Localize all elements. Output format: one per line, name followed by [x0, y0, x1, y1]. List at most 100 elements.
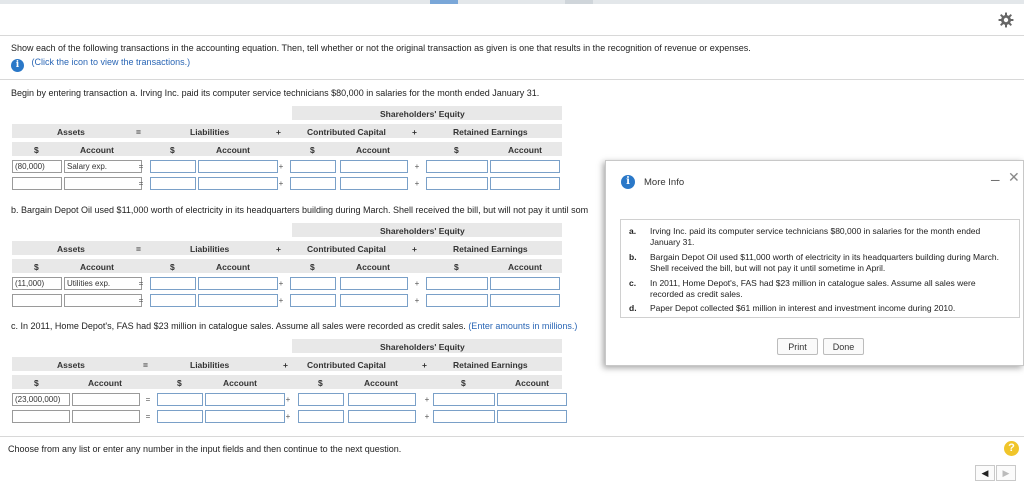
plus-sign: +	[278, 179, 284, 188]
more-info-dialog: i More Info ─ ✕ a.Irving Inc. paid its c…	[605, 160, 1024, 366]
equity-header: Shareholders' Equity	[380, 109, 465, 119]
info-link-text[interactable]: (Click the icon to view the transactions…	[31, 57, 191, 67]
prev-button[interactable]: ◀	[975, 465, 995, 481]
asset-account-select[interactable]: Utilities exp.	[64, 277, 142, 290]
liability-account-select[interactable]	[205, 393, 285, 406]
equity-header: Shareholders' Equity	[380, 342, 465, 352]
plus-sign: +	[278, 162, 284, 171]
help-button[interactable]: ?	[1004, 441, 1019, 456]
retained-account-select[interactable]	[490, 277, 560, 290]
liability-account-select[interactable]	[198, 177, 278, 190]
retained-amount-input[interactable]	[426, 177, 488, 190]
dialog-title: More Info	[644, 177, 685, 188]
asset-amount-input[interactable]	[12, 294, 62, 307]
retained-account-select[interactable]	[497, 410, 567, 423]
asset-account-select[interactable]	[72, 393, 140, 406]
contributed-amount-input[interactable]	[290, 294, 336, 307]
asset-account-select[interactable]	[64, 177, 142, 190]
contributed-account-select[interactable]	[340, 177, 408, 190]
minimize-icon[interactable]: ─	[991, 173, 1000, 187]
contributed-account-select[interactable]	[348, 393, 416, 406]
close-icon[interactable]: ✕	[1008, 169, 1020, 185]
retained-account-select[interactable]	[497, 393, 567, 406]
gear-icon[interactable]	[998, 12, 1014, 28]
liability-amount-input[interactable]	[150, 294, 196, 307]
liability-amount-input[interactable]	[150, 277, 196, 290]
plus-sign: +	[285, 412, 291, 421]
contributed-capital-header: Contributed Capital	[307, 360, 386, 370]
dollar-header: $	[454, 262, 459, 272]
asset-account-select[interactable]	[64, 294, 142, 307]
liabilities-header: Liabilities	[190, 244, 230, 254]
contributed-account-select[interactable]	[348, 410, 416, 423]
liability-amount-input[interactable]	[157, 393, 203, 406]
done-button[interactable]: Done	[823, 338, 864, 355]
equity-header-band	[292, 106, 562, 120]
account-header: Account	[80, 145, 114, 155]
asset-account-select[interactable]	[72, 410, 140, 423]
retained-earnings-header: Retained Earnings	[453, 244, 528, 254]
info-icon[interactable]: i	[11, 59, 24, 72]
contributed-account-select[interactable]	[340, 277, 408, 290]
print-button[interactable]: Print	[777, 338, 818, 355]
liability-amount-input[interactable]	[150, 177, 196, 190]
plus-sign: +	[414, 162, 420, 171]
divider	[0, 79, 1024, 80]
equals-sign: =	[145, 412, 151, 421]
retained-amount-input[interactable]	[433, 393, 495, 406]
asset-amount-input[interactable]	[12, 177, 62, 190]
liability-account-select[interactable]	[205, 410, 285, 423]
asset-amount-input[interactable]: (23,000,000)	[12, 393, 70, 406]
liability-amount-input[interactable]	[157, 410, 203, 423]
retained-account-select[interactable]	[490, 294, 560, 307]
next-button[interactable]: ▶	[996, 465, 1016, 481]
liability-account-select[interactable]	[198, 160, 278, 173]
retained-account-select[interactable]	[490, 177, 560, 190]
dollar-header: $	[34, 378, 39, 388]
equals-sign: =	[136, 244, 141, 254]
plus-sign: +	[278, 279, 284, 288]
equals-sign: =	[138, 279, 144, 288]
retained-amount-input[interactable]	[426, 160, 488, 173]
asset-amount-input[interactable]: (80,000)	[12, 160, 62, 173]
equals-sign: =	[138, 162, 144, 171]
contributed-amount-input[interactable]	[298, 410, 344, 423]
contributed-amount-input[interactable]	[290, 160, 336, 173]
equals-sign: =	[138, 296, 144, 305]
plus-sign: +	[422, 360, 427, 370]
liability-amount-input[interactable]	[150, 160, 196, 173]
asset-amount-input[interactable]: (11,000)	[12, 277, 62, 290]
contributed-amount-input[interactable]	[298, 393, 344, 406]
retained-earnings-header: Retained Earnings	[453, 360, 528, 370]
tab-indicator-2[interactable]	[565, 0, 593, 4]
plus-sign: +	[414, 279, 420, 288]
transaction-prompt-wrap: c. In 2011, Home Depot's, FAS had $23 mi…	[11, 321, 577, 331]
tab-indicator[interactable]	[430, 0, 458, 4]
plus-sign: +	[424, 395, 430, 404]
account-header: Account	[515, 378, 549, 388]
account-header: Account	[364, 378, 398, 388]
transactions-list: a.Irving Inc. paid its computer service …	[620, 219, 1020, 318]
retained-amount-input[interactable]	[433, 410, 495, 423]
retained-account-select[interactable]	[490, 160, 560, 173]
contributed-amount-input[interactable]	[290, 177, 336, 190]
asset-amount-input[interactable]	[12, 410, 70, 423]
dollar-header: $	[454, 145, 459, 155]
dollar-header: $	[461, 378, 466, 388]
dollar-header: $	[177, 378, 182, 388]
liability-account-select[interactable]	[198, 277, 278, 290]
contributed-capital-header: Contributed Capital	[307, 244, 386, 254]
chevron-left-icon: ◀	[981, 468, 989, 478]
asset-account-select[interactable]: Salary exp.	[64, 160, 142, 173]
info-link[interactable]: i (Click the icon to view the transactio…	[11, 57, 191, 72]
contributed-account-select[interactable]	[340, 160, 408, 173]
contributed-amount-input[interactable]	[290, 277, 336, 290]
plus-sign: +	[283, 360, 288, 370]
retained-amount-input[interactable]	[426, 294, 488, 307]
transaction-prompt: Begin by entering transaction a. Irving …	[11, 88, 540, 98]
retained-amount-input[interactable]	[426, 277, 488, 290]
liability-account-select[interactable]	[198, 294, 278, 307]
subheader-band	[12, 375, 562, 389]
dollar-header: $	[34, 145, 39, 155]
contributed-account-select[interactable]	[340, 294, 408, 307]
